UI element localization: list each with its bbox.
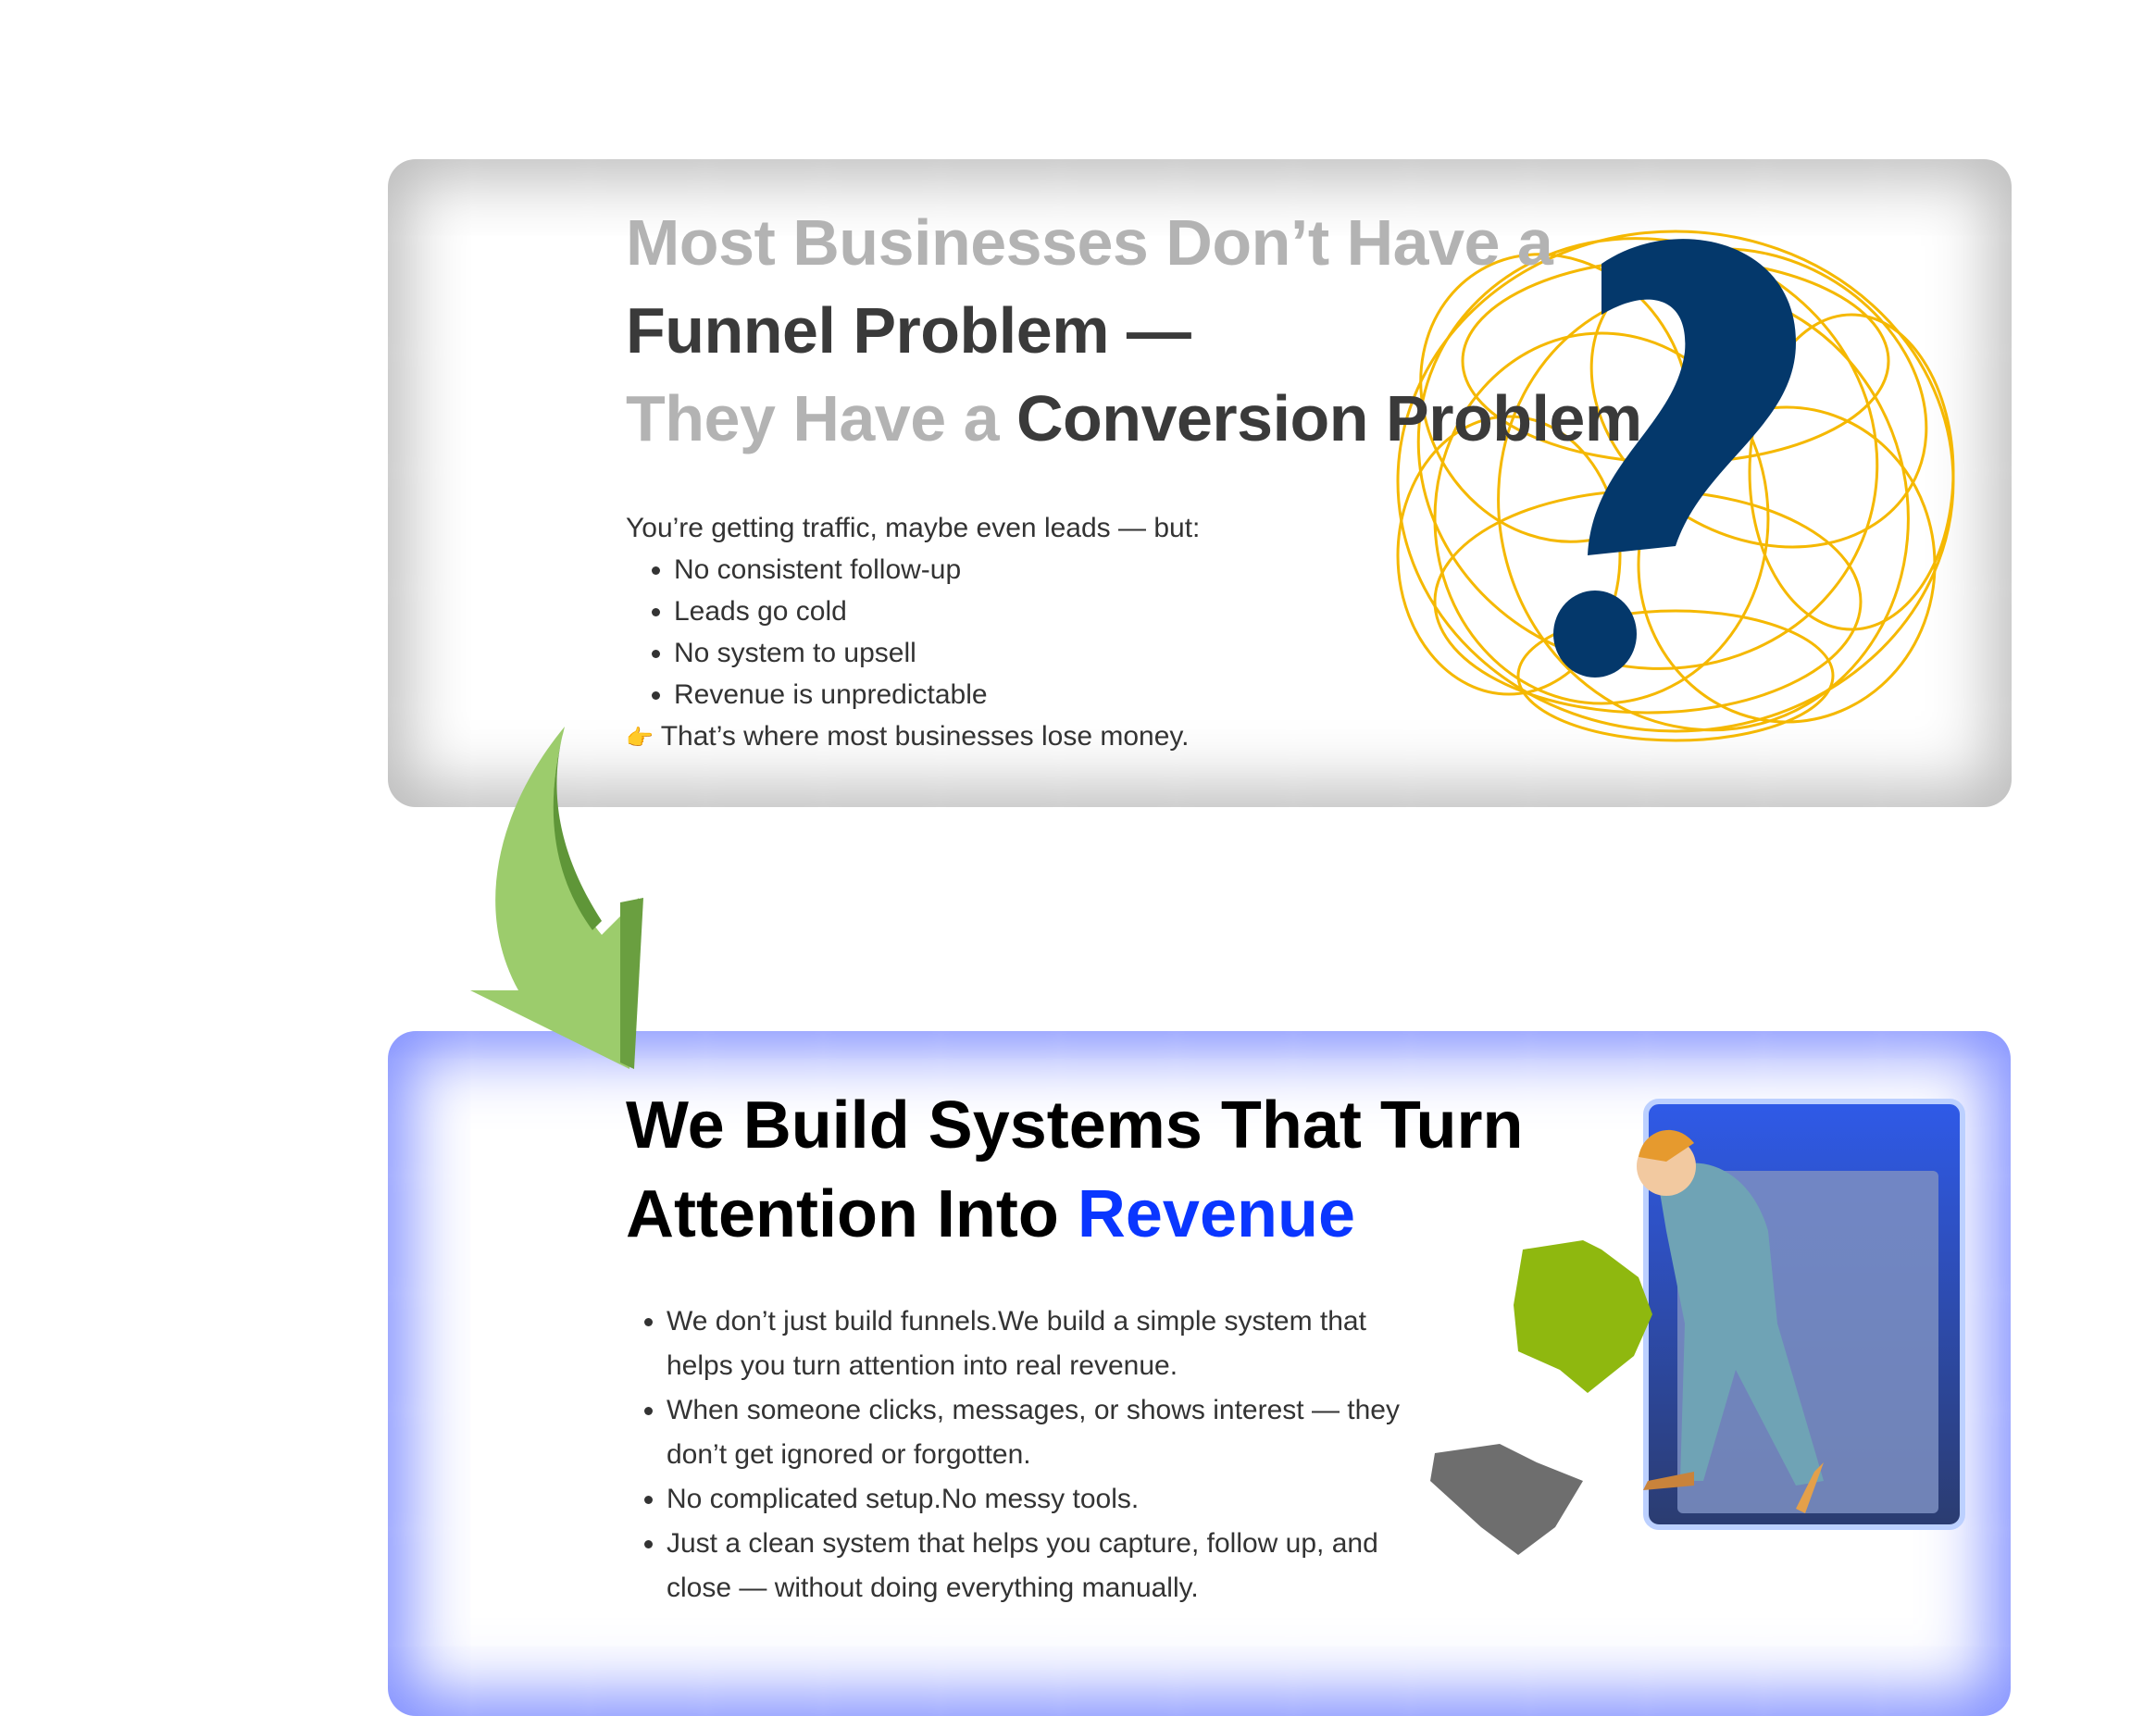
list-item: No consistent follow-up (674, 549, 1200, 591)
list-item: When someone clicks, messages, or shows … (667, 1388, 1422, 1477)
list-item: No system to upsell (674, 632, 1200, 674)
question-mark-icon (1588, 239, 1796, 555)
list-item: No complicated setup.No messy tools. (667, 1477, 1422, 1522)
problem-title-line1: Most Businesses Don’t Have a (626, 206, 1553, 279)
question-scribble-illustration (1396, 230, 1955, 742)
solution-title-line1: We Build Systems That Turn (626, 1088, 1524, 1163)
problem-body: You’re getting traffic, maybe even leads… (626, 507, 1200, 759)
solution-title-accent: Revenue (1077, 1177, 1356, 1251)
problem-title-line3-dark: Conversion Problem (1016, 382, 1642, 454)
solution-title-line2: Attention Into Revenue (626, 1170, 1523, 1259)
down-arrow-icon (470, 727, 643, 1069)
problem-title-line3-grey: They Have a (626, 382, 1016, 454)
problem-conclusion: 👉 That’s where most businesses lose mone… (626, 715, 1200, 759)
solution-body: We don’t just build funnels.We build a s… (626, 1299, 1422, 1610)
problem-bullet-list: No consistent follow-up Leads go cold No… (626, 549, 1200, 715)
problem-intro: You’re getting traffic, maybe even leads… (626, 513, 1201, 543)
problem-title-line2: Funnel Problem — (626, 294, 1191, 367)
list-item: Revenue is unpredictable (674, 674, 1200, 715)
conclusion-text: That’s where most businesses lose money. (660, 721, 1190, 752)
puzzle-door-illustration (1430, 1099, 1965, 1555)
green-puzzle-piece-icon (1514, 1240, 1652, 1393)
solution-title-black: Attention Into (626, 1177, 1078, 1251)
solution-title: We Build Systems That Turn Attention Int… (626, 1081, 1523, 1259)
grey-puzzle-piece-icon (1430, 1444, 1583, 1555)
list-item: We don’t just build funnels.We build a s… (667, 1299, 1422, 1388)
problem-title-line3: They Have a Conversion Problem (626, 375, 1642, 463)
pointing-hand-icon: 👉 (626, 726, 654, 751)
man-icon (1637, 1129, 1824, 1513)
solution-bullet-list: We don’t just build funnels.We build a s… (626, 1299, 1422, 1610)
list-item: Leads go cold (674, 591, 1200, 632)
list-item: Just a clean system that helps you captu… (667, 1522, 1422, 1610)
